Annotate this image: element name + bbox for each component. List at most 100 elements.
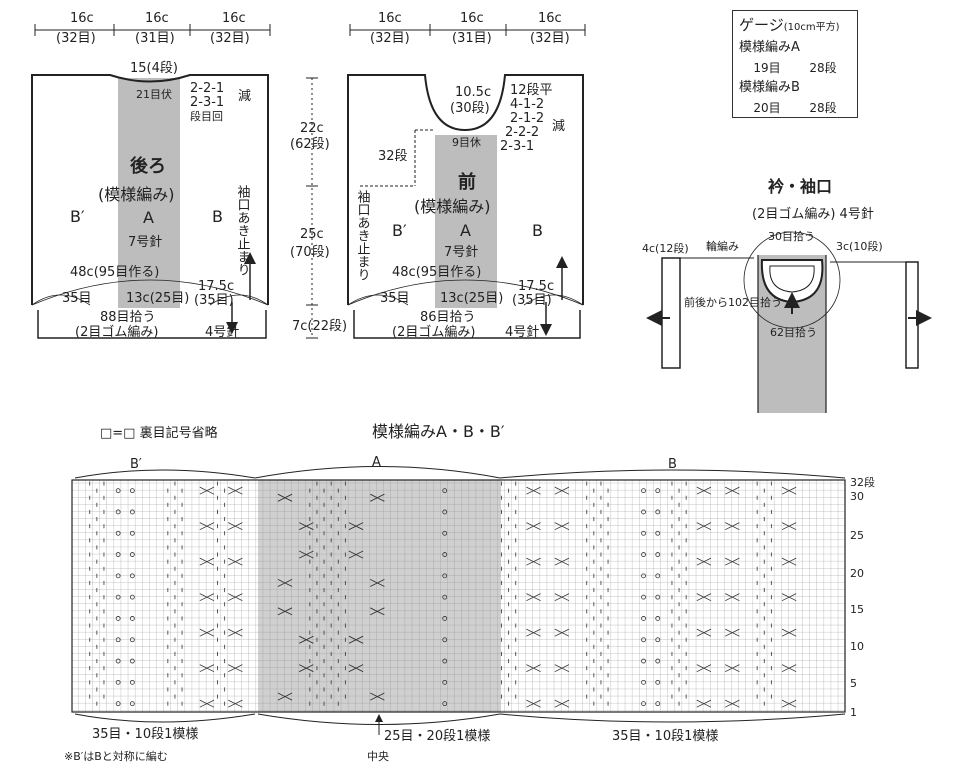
chart-symbol (442, 594, 448, 600)
back-panel-b1: B′ (70, 207, 85, 226)
chart-symbol (348, 522, 364, 531)
chart-symbol (655, 488, 661, 494)
chart-symbol (554, 699, 570, 708)
front-flat: 12段平 (510, 83, 553, 98)
front-panel-a-label: A (460, 221, 471, 240)
side-dimensions: 22c (62段) 25c (70段) 7c(22段) (290, 77, 347, 339)
back-needle: 7号針 (128, 235, 162, 250)
front-rib-needle: 4号針 (505, 325, 539, 340)
back-rib (37, 310, 267, 339)
chart-symbol (696, 628, 712, 637)
chart-repeat-center: 25目・20段1模様 (384, 729, 490, 744)
chart-symbol (129, 658, 135, 664)
front-rows32: 32段 (378, 149, 408, 164)
chart-symbol (277, 692, 293, 701)
row-label-5: 5 (850, 677, 857, 690)
collar-pickup-top: 30目拾う (768, 229, 815, 243)
chart-symbol (554, 628, 570, 637)
chart-symbol (298, 550, 314, 559)
chart-symbol (641, 509, 646, 515)
front-rib-label: (2目ゴム編み) (392, 324, 475, 340)
front-neck-depth: 10.5c (455, 85, 491, 100)
chart-symbol (655, 679, 661, 685)
side-middle-rows: (70段) (290, 245, 330, 260)
chart-symbol (115, 701, 121, 707)
chart-symbol (655, 701, 661, 707)
stitch-chart: □=□ 裏目記号省略 模様編みA・B・B′ B′ A B 32段 30 25 2… (64, 422, 875, 763)
back-dec-1: 2-2-1 (190, 81, 224, 96)
chart-label-b-prime: B′ (130, 457, 142, 472)
row-label-30: 30 (850, 490, 864, 503)
chart-symbol (641, 679, 646, 685)
collar-diagram: 衿・袖口 (2目ゴム編み) 4号針 4c(12段) 輪編み 30目拾う 3c(1… (642, 177, 932, 413)
chart-symbol (228, 557, 243, 566)
back-edge-right-count: (35目) (194, 293, 234, 308)
chart-symbol (725, 628, 740, 637)
front-center-count: 13c(25目) (440, 291, 503, 306)
front-edge-right: 17.5c (518, 279, 554, 294)
side-upper-rows: (62段) (290, 137, 330, 152)
chart-symbol (641, 488, 646, 494)
front-width-2: 16c (460, 11, 484, 26)
back-center-count: 13c(25目) (126, 291, 189, 306)
chart-symbol (129, 509, 135, 515)
chart-symbol (115, 552, 121, 557)
chart-symbol (781, 699, 797, 708)
chart-symbol (655, 573, 661, 579)
back-count-1: (32目) (56, 31, 96, 46)
chart-symbol (526, 486, 541, 495)
chart-symbol (129, 573, 135, 579)
back-neck-bind: 21目伏 (136, 87, 172, 101)
chart-symbol (442, 616, 448, 621)
chart-repeat-right: 35目・10段1模様 (612, 729, 718, 744)
chart-symbol (442, 658, 448, 664)
front-outline (347, 74, 584, 305)
chart-symbol (199, 522, 215, 531)
chart-symbol (199, 628, 215, 637)
front-rib (353, 310, 581, 339)
chart-symbol (228, 699, 243, 708)
chart-symbol (442, 679, 448, 685)
chart-symbol (641, 594, 646, 600)
chart-symbol (725, 522, 740, 531)
back-panel-a-label: A (143, 208, 154, 227)
chart-symbol (641, 637, 646, 643)
chart-symbol (199, 699, 215, 708)
chart-title: 模様編みA・B・B′ (372, 422, 505, 441)
chart-symbol (129, 701, 135, 707)
front-width-3: 16c (538, 11, 562, 26)
chart-symbol (129, 616, 135, 621)
chart-symbol (526, 628, 541, 637)
chart-symbol (526, 664, 541, 673)
chart-symbol (526, 557, 541, 566)
chart-symbol (115, 637, 121, 643)
front-pickup: 86目拾う (420, 310, 476, 325)
chart-symbol (369, 578, 385, 587)
chart-note: ※B′はBと対称に編む (64, 749, 168, 763)
chart-symbol (298, 664, 314, 673)
chart-symbol (129, 552, 135, 557)
chart-symbol (115, 616, 121, 621)
back-armhole-note: 袖口あき止まり (235, 185, 251, 276)
back-count-2: (31目) (135, 31, 175, 46)
chart-repeat-left: 35目・10段1模様 (92, 727, 198, 742)
chart-symbol (115, 658, 121, 664)
chart-symbol (277, 607, 293, 616)
collar-sleeve-pickup: 前後から102目拾う (684, 295, 782, 309)
chart-symbol (781, 486, 797, 495)
chart-symbol (442, 701, 448, 707)
chart-symbol (696, 486, 712, 495)
back-panel-b2: B (212, 207, 223, 226)
gauge-a-label: 模様編みA (739, 40, 800, 55)
front-panel-b1: B′ (392, 221, 407, 240)
front-count-3: (32目) (530, 31, 570, 46)
front-pattern: (模様編み) (414, 197, 491, 216)
row-label-10: 10 (850, 640, 864, 653)
chart-symbol (554, 593, 570, 602)
chart-symbol (298, 635, 314, 644)
chart-symbol (725, 664, 740, 673)
chart-symbol (442, 488, 448, 494)
chart-symbol (348, 664, 364, 673)
back-pattern: (模様編み) (98, 185, 175, 204)
chart-symbol (655, 658, 661, 664)
